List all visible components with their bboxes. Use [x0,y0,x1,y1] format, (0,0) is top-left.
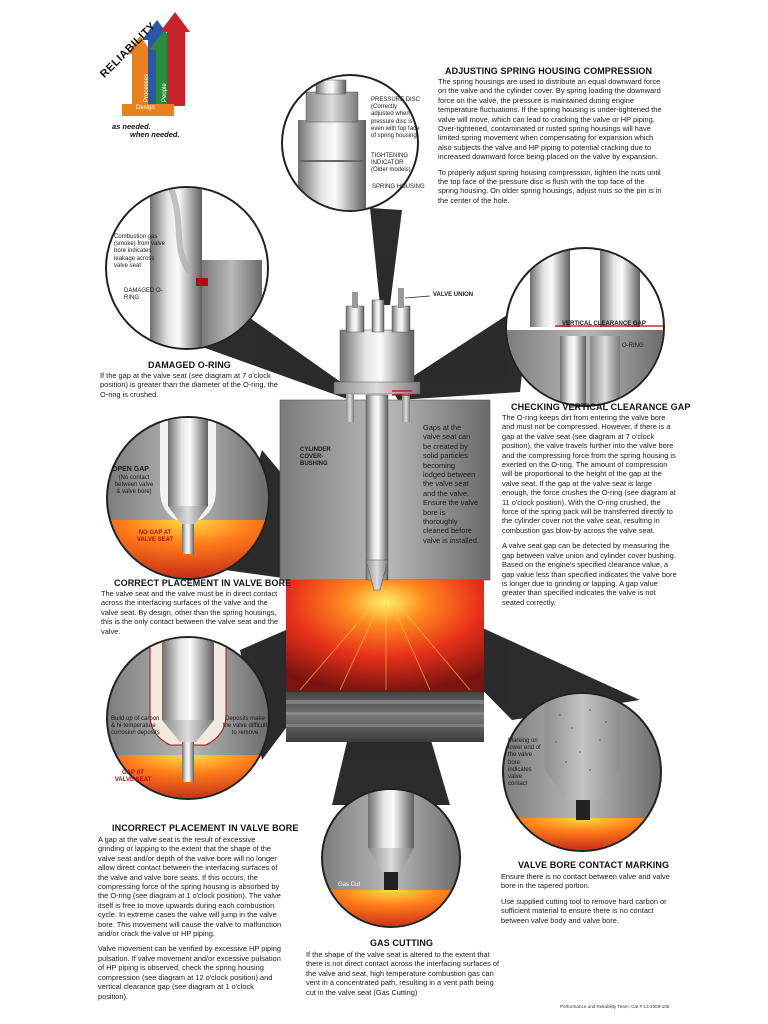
incorrect-placement-para1: A gap at the valve seat is the result of… [98,835,282,939]
spring-housing-para2: To properly adjust spring housing compre… [438,167,662,205]
gaps-text: Gaps at the valve seat can be created by… [423,423,479,545]
damaged-oring-text: If the gap at the valve seat (see diagra… [100,371,278,399]
vertical-gap-label: VERTICAL CLEARANCE GAP [562,321,646,327]
spring-housing-para1: The spring housings are used to distribu… [438,77,662,162]
open-gap-label: OPEN GAP [112,466,149,473]
combustion-gas-label: Combustion gas (smoke) from valve bore i… [114,234,166,269]
reliability-logo [122,12,190,116]
correct-placement-text: The valve seat and the valve must be in … [101,589,279,636]
gap-at-seat-label: GAP AT VALVE SEAT [114,770,152,783]
incorrect-placement-text: A gap at the valve seat is the result of… [98,835,282,1001]
vertical-gap-text: The O-ring keeps dirt from entering the … [502,413,678,607]
valve-union-label: VALVE UNION [433,292,474,298]
contact-marking-para2: Use supplied cutting tool to remove hard… [501,896,667,925]
spring-housing-text: The spring housings are used to distribu… [438,77,664,205]
vcg-oring-label: O-RING [622,343,644,349]
damaged-oring-title: DAMAGED O-RING [148,360,231,370]
logo: RELIABILITY Equipment Processes People D… [96,10,186,130]
logo-processes: Processes [144,73,150,102]
logo-reliability: RELIABILITY [98,20,159,81]
deposits-label: Deposits make the valve difficult to rem… [222,716,268,737]
contact-marking-text: Ensure there is no contact between valve… [501,872,679,925]
open-gap-sub: (No contact between valve & valve bore) [114,475,154,496]
damaged-oring-label: DAMAGED O-RING [124,288,163,302]
contact-marking-title: VALVE BORE CONTACT MARKING [518,860,670,870]
gas-cut-label: Gas Cut [338,882,361,888]
footer: Performance and Reliability Team; Cat # … [560,1004,670,1009]
pressure-disc-label: PRESSURE DISC (Correctly adjusted when p… [371,97,421,140]
spring-housing-title: ADJUSTING SPRING HOUSING COMPRESSION [445,66,653,76]
incorrect-placement-para2: Valve movement can be verified by excess… [98,944,281,1001]
gas-cutting-text: If the shape of the valve seat is altere… [306,950,500,997]
logo-equipment: Equipment [126,73,132,102]
correct-placement-title: CORRECT PLACEMENT IN VALVE BORE [114,578,292,588]
cylinder-bushing-label: CYLINDER COVER-BUSHING [300,447,331,468]
logo-tagline-1: as needed. [112,122,151,131]
tightening-indicator-label: TIGHTENING INDICATOR (Older models) [371,153,411,174]
logo-tagline-2: when needed. [130,130,180,139]
logo-people: People [162,83,168,102]
marking-label: Marking on lower end of the valve bore i… [508,738,541,788]
vertical-gap-title: CHECKING VERTICAL CLEARANCE GAP [511,402,691,412]
buildup-label: Build up of carbon & hi-temperature corr… [111,716,160,737]
vertical-gap-para2: A valve seat gap can be detected by meas… [502,541,677,607]
no-gap-label: NO GAP AT VALVE SEAT [136,530,174,543]
spring-housing-label: SPRING HOUSING [372,184,425,190]
vertical-gap-para1: The O-ring keeps dirt from entering the … [502,413,676,535]
logo-design: Design [136,105,155,111]
contact-marking-para1: Ensure there is no contact between valve… [501,872,670,891]
gas-cutting-title: GAS CUTTING [370,938,434,948]
incorrect-placement-title: INCORRECT PLACEMENT IN VALVE BORE [112,823,299,833]
